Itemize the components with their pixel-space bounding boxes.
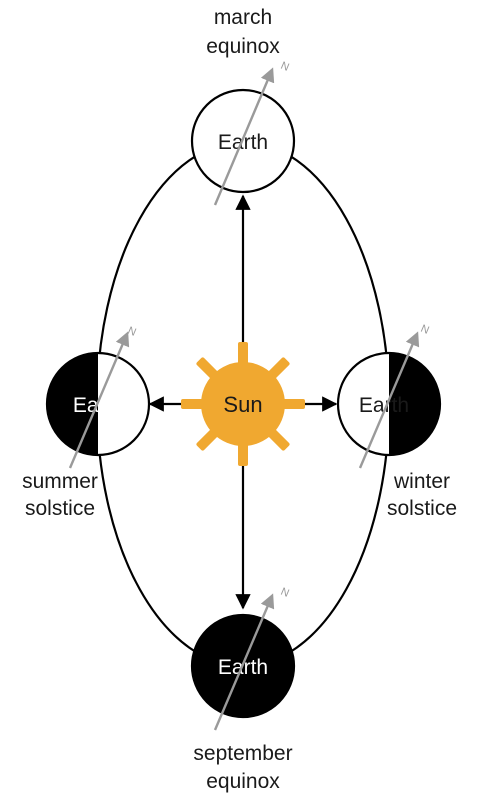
caption-summer-line2: solstice bbox=[25, 497, 95, 520]
earth-label-winter: Earth bbox=[359, 394, 409, 417]
caption-september-line1: september bbox=[193, 742, 292, 765]
caption-september-line2: equinox bbox=[206, 770, 280, 793]
axis-marker-september: N bbox=[279, 586, 291, 600]
sun-ray bbox=[279, 399, 305, 409]
sun-ray bbox=[238, 342, 248, 368]
sun-icon bbox=[181, 342, 305, 466]
earth-label-september: Earth bbox=[218, 656, 268, 679]
caption-march-line2: equinox bbox=[206, 35, 280, 58]
caption-summer-line1: summer bbox=[22, 470, 98, 493]
caption-winter-line2: solstice bbox=[387, 497, 457, 520]
axis-marker-summer: N bbox=[126, 325, 138, 339]
caption-march-line1: march bbox=[214, 6, 272, 29]
caption-winter-line1: winter bbox=[393, 470, 450, 493]
earth-label-march: Earth bbox=[218, 131, 268, 154]
axis-marker-winter: N bbox=[419, 323, 431, 337]
axis-marker-march: N bbox=[279, 60, 291, 74]
earth-winter: Earth bbox=[336, 351, 442, 457]
sun-ray bbox=[238, 440, 248, 466]
earth-label-summer: Earth bbox=[73, 394, 123, 417]
sun-ray bbox=[181, 399, 207, 409]
sun-label: Sun bbox=[223, 392, 262, 417]
